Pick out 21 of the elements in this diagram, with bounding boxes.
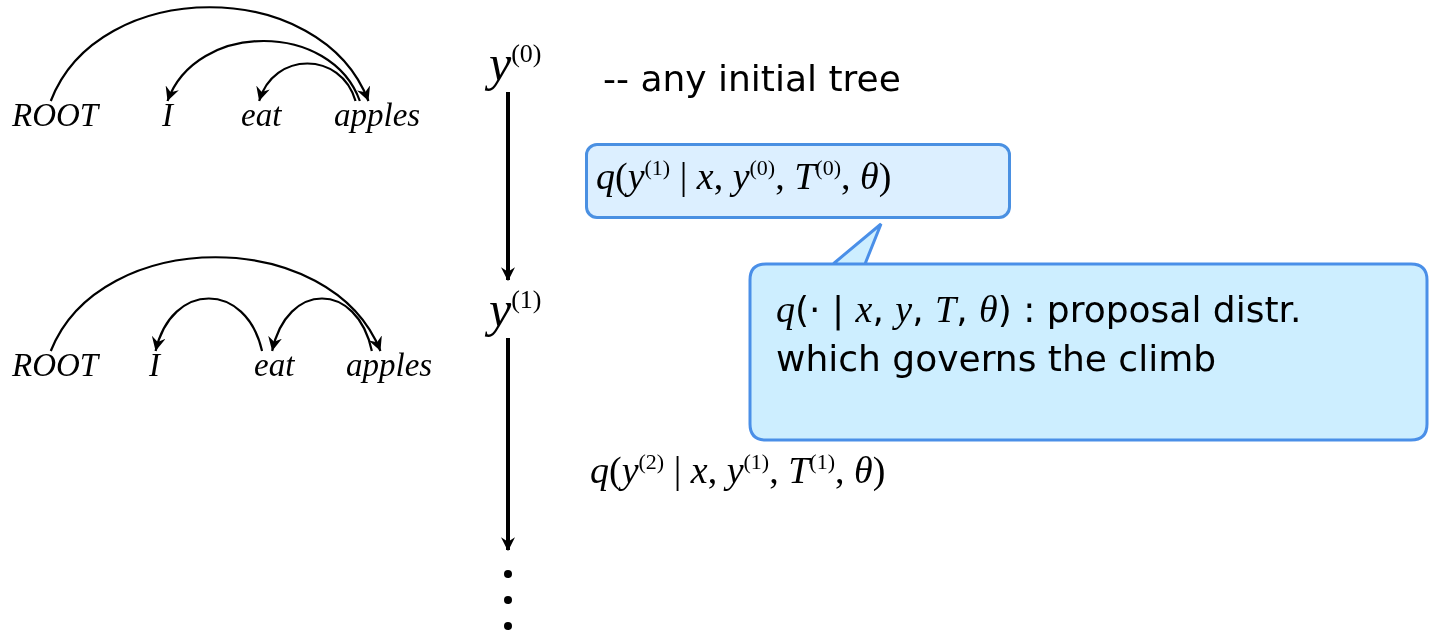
tree-word: ROOT	[12, 349, 99, 382]
dependency-arc	[153, 297, 264, 352]
tree-word: eat	[241, 99, 282, 132]
dependency-arc	[49, 6, 370, 102]
tree-word: ROOT	[12, 99, 99, 132]
formula-text: q(y$^{(2)}$ | x, y$^{(1)}$, T$^{(1)}$, θ)	[590, 448, 886, 492]
dependency-arc	[257, 62, 357, 102]
callout-text: q(· | x, y, T, θ) : proposal distr. which governs the climb	[776, 287, 1303, 382]
dependency-arc	[166, 40, 361, 102]
dependency-arc	[269, 297, 373, 352]
formula-box: q(y$^{(1)}$ | x, y$^{(0)}$, T$^{(0)}$, θ)	[585, 143, 1011, 219]
tree-word: apples	[334, 99, 421, 132]
tree-word: apples	[346, 349, 433, 382]
tree-word: I	[149, 349, 160, 382]
dependency-arc	[49, 256, 382, 352]
node-note: -- any initial tree	[603, 58, 901, 99]
tree-word: I	[162, 99, 173, 132]
callout-bubble	[748, 222, 1430, 442]
down-arrow	[501, 338, 515, 552]
down-arrow	[501, 92, 515, 282]
tree-word: eat	[254, 349, 295, 382]
